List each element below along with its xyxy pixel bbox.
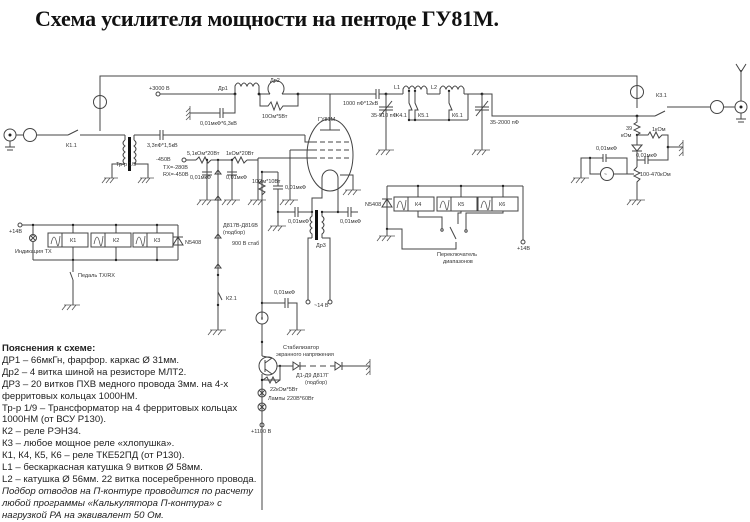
bias-tx-label: ТХ=-280В xyxy=(163,165,188,171)
pedal-label: Педаль ТХ/RX xyxy=(78,273,115,279)
dr2-label: Др2 xyxy=(270,78,280,84)
bias-in-label: -450В xyxy=(156,157,171,163)
anode-cap-label: 0,01мкФ*6,3кВ xyxy=(200,121,237,127)
zener-bias-note: (подбор) xyxy=(223,230,245,236)
k3-1-label: К3.1 xyxy=(656,93,667,99)
c-meter-label: 0,01мкФ xyxy=(274,290,295,296)
c-bias1-label: 0,01мкФ xyxy=(190,175,211,181)
input-cap-label: 3,3пФ*1,5кВ xyxy=(147,143,178,149)
swr-cap2-label: 0,01мкФ xyxy=(636,153,657,159)
note-italic-line: Подбор отводов на П-контуре проводится п… xyxy=(2,485,253,497)
k6-1-label: К6.1 xyxy=(452,113,463,119)
lamps-label: Лампы 220В*60Вт xyxy=(268,396,314,402)
pot-label: 100-470кОм xyxy=(640,172,671,178)
k4-1-label: К4.1 xyxy=(396,113,407,119)
bias-rx-label: RX=-450В xyxy=(163,172,189,178)
note-italic-line: нагрузкой РА на эквивалент 50 Ом. xyxy=(2,509,164,521)
note-line: L2 – катушка Ø 56мм. 22 витка посеребрен… xyxy=(2,473,257,485)
plus1100-label: +1100 В xyxy=(251,429,272,435)
relay-k3-label: К3 xyxy=(154,238,160,244)
anode-supply xyxy=(155,80,370,121)
screen-grid-circuit xyxy=(257,150,361,320)
plus14-left-label: +14В xyxy=(9,229,22,235)
c-bias2-label: 0,01мкФ xyxy=(226,175,247,181)
schematic-notes: Пояснения к схеме: ДР1 – 66мкГн, фарфор.… xyxy=(2,343,302,522)
transformer-label: Тр-р 1/9 xyxy=(116,162,136,168)
zener-chain-note: (подбор) xyxy=(305,380,327,386)
output-cap-label: 1000 пФ*12кВ xyxy=(343,101,379,107)
r39-label: 39 xyxy=(626,126,632,132)
cvar2-label: 35-2000 пФ xyxy=(490,120,519,126)
screen-stabilizer xyxy=(255,298,371,510)
meter-glyph: ~ xyxy=(604,172,607,178)
n5408-left-label: N5408 xyxy=(185,240,201,246)
note-line: Др2 – 4 витка шиной на резисторе МЛТ2. xyxy=(2,366,187,378)
r39-unit-label: кОм xyxy=(621,133,632,139)
plus3000-label: +3000 В xyxy=(149,86,170,92)
range-switch-label-1: Переключатель xyxy=(437,252,477,258)
note-line: ферритовых кольцах 1000НМ. xyxy=(2,390,138,402)
n5408-right-label: N5408 xyxy=(365,202,381,208)
range-switch-label-2: диапазонов xyxy=(443,259,473,265)
output-section xyxy=(635,63,748,123)
relay-group-right xyxy=(376,184,526,250)
tube-label: ГУ81М xyxy=(318,117,336,123)
note-line: ДР3 – 20 витков ПХВ медного провода 3мм.… xyxy=(2,378,229,390)
note-italic-line: любой программы «Калькулятора П-контура»… xyxy=(2,497,222,509)
input-transformer xyxy=(101,135,154,184)
relay-k6-label: К6 xyxy=(499,202,505,208)
tx-indicator-label: Индикация ТХ xyxy=(15,249,52,255)
plus14-right-label: +14В xyxy=(517,246,530,252)
swr-cap1-label: 0,01мкФ xyxy=(596,146,617,152)
note-line: К2 – реле РЭН34. xyxy=(2,426,82,438)
output-meter: ~ xyxy=(570,116,684,206)
zener-bias-label: Д817В-Д816В xyxy=(223,223,258,229)
r-bias1-label: 5,1кОм*20Вт xyxy=(187,151,220,157)
relay-k4-label: К4 xyxy=(415,202,421,208)
k2-1-label: К2.1 xyxy=(226,296,237,302)
dr1-label: Др1 xyxy=(218,86,228,92)
note-line: Тр-р 1/9 – Трансформатор на 4 ферритовых… xyxy=(2,402,238,414)
dr3-label: Др3 xyxy=(316,243,326,249)
l2-label: L2 xyxy=(431,85,437,91)
r-base-label: 22кОм*5Вт xyxy=(270,387,298,393)
tube-gu81m xyxy=(258,94,354,192)
v14ac-label: ~14 В xyxy=(314,303,329,309)
input-connector xyxy=(3,128,125,151)
dr2-resistor-label: 10Ом*5Вт xyxy=(262,114,288,120)
k5-1-label: К5.1 xyxy=(418,113,429,119)
c-dr3-right-label: 0,01мкФ xyxy=(340,219,361,225)
note-line: 1000НМ (от ВСУ Р130). xyxy=(2,414,107,426)
c-screen-label: 0,01мкФ xyxy=(285,185,306,191)
relay-k1-label: К1 xyxy=(70,238,76,244)
cvar1-label: 35-510 пФ xyxy=(371,113,397,119)
note-line: К1, К4, К5, К6 – реле ТКЕ52ПД (от Р130). xyxy=(2,450,185,462)
stab-title: Стабилизатор xyxy=(283,345,319,351)
c-dr3-left-label: 0,01мкФ xyxy=(288,219,309,225)
note-line: L1 – бескаркасная катушка 9 витков Ø 58м… xyxy=(2,462,203,474)
r-screen-label: 10Ом*10Вт xyxy=(252,179,281,185)
k1-1-label: К1.1 xyxy=(66,143,77,149)
bias-circuit xyxy=(181,155,266,336)
relay-k5-label: К5 xyxy=(458,202,464,208)
l1-label: L1 xyxy=(394,85,400,91)
zener-chain-label: Д1-Д9 Д817Г xyxy=(296,373,329,379)
r-bias2-label: 1кОм*20Вт xyxy=(226,151,254,157)
diagram-title: Схема усилителя мощности на пентоде ГУ81… xyxy=(35,6,499,31)
note-line: ДР1 – 66мкГн, фарфор. каркас Ø 31мм. xyxy=(2,354,180,366)
relay-k2-label: К2 xyxy=(113,238,119,244)
pi-network xyxy=(370,85,637,156)
relay-group-left xyxy=(17,222,184,311)
r1k-label: 1кОм xyxy=(652,127,666,133)
notes-heading: Пояснения к схеме: xyxy=(2,343,96,354)
stab-subtitle: экранного напряжения xyxy=(276,352,334,358)
v900-label: 900 В стаб xyxy=(232,241,259,247)
note-line: К3 – любое мощное реле «хлопушка». xyxy=(2,438,175,450)
